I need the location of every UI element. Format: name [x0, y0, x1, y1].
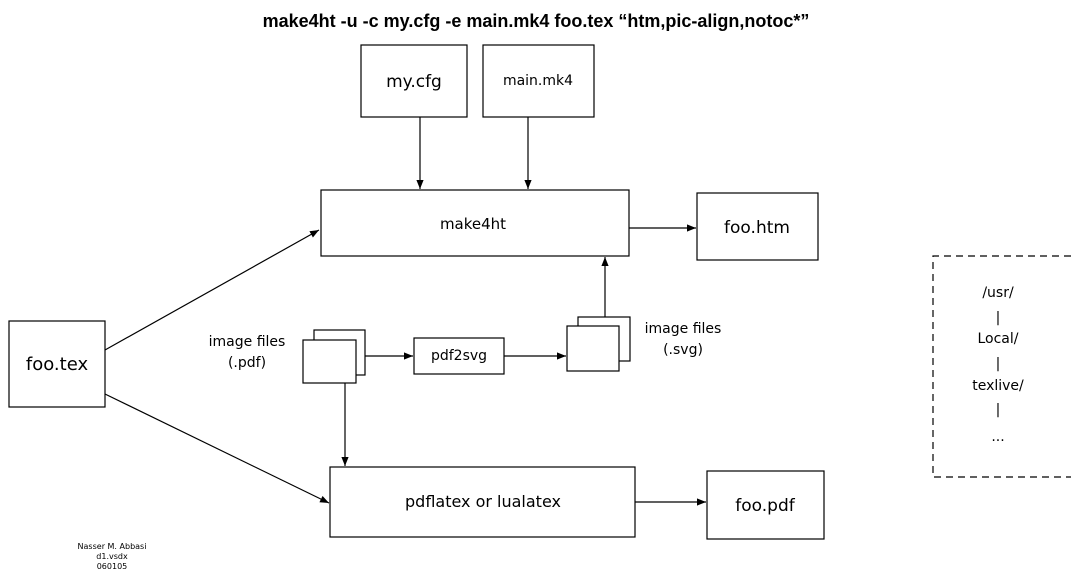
- foo-pdf-node: foo.pdf: [706, 470, 825, 540]
- footer-code: 060105: [97, 562, 128, 571]
- svg-image-files-icon: [566, 316, 631, 372]
- main-mk4-node: main.mk4: [482, 44, 595, 118]
- image-files-svg-line2: (.svg): [663, 342, 703, 358]
- path-ellipsis: ...: [991, 429, 1004, 445]
- image-files-pdf-label: image files (.pdf): [209, 334, 286, 371]
- make4ht-label: make4ht: [440, 215, 506, 233]
- path-usr: /usr/: [982, 285, 1014, 301]
- image-files-pdf-line2: (.pdf): [228, 355, 266, 371]
- path-panel: /usr/ | Local/ | texlive/ | ...: [932, 255, 1071, 478]
- footer-file: d1.vsdx: [96, 552, 128, 561]
- path-sep-3: |: [996, 402, 1001, 418]
- make4ht-node: make4ht: [320, 189, 630, 257]
- foo-pdf-label: foo.pdf: [735, 496, 795, 516]
- path-sep-1: |: [996, 310, 1001, 326]
- pdf2svg-node: pdf2svg: [413, 337, 505, 375]
- pdf-image-files-icon: [302, 329, 366, 384]
- my-cfg-node: my.cfg: [360, 44, 468, 118]
- pdf2svg-label: pdf2svg: [431, 348, 487, 364]
- edge-footex-to-pdflatex: [104, 393, 330, 504]
- path-sep-2: |: [996, 356, 1001, 372]
- footer-author: Nasser M. Abbasi: [78, 542, 147, 551]
- foo-htm-node: foo.htm: [696, 192, 819, 261]
- main-mk4-label: main.mk4: [503, 73, 573, 89]
- image-files-svg-line1: image files: [645, 321, 722, 337]
- my-cfg-label: my.cfg: [386, 72, 442, 92]
- foo-tex-label: foo.tex: [26, 354, 89, 375]
- diagram-title: make4ht -u -c my.cfg -e main.mk4 foo.tex…: [263, 11, 810, 31]
- footer-credit: Nasser M. Abbasi d1.vsdx 060105: [78, 542, 147, 571]
- foo-tex-node: foo.tex: [8, 320, 106, 408]
- pdflatex-label: pdflatex or lualatex: [405, 492, 561, 511]
- path-texlive: texlive/: [972, 378, 1024, 394]
- foo-htm-label: foo.htm: [724, 218, 790, 238]
- edge-footex-to-make4ht: [104, 229, 320, 351]
- path-local: Local/: [977, 331, 1018, 347]
- pdflatex-node: pdflatex or lualatex: [329, 466, 636, 538]
- image-files-pdf-line1: image files: [209, 334, 286, 350]
- image-files-svg-label: image files (.svg): [645, 321, 722, 358]
